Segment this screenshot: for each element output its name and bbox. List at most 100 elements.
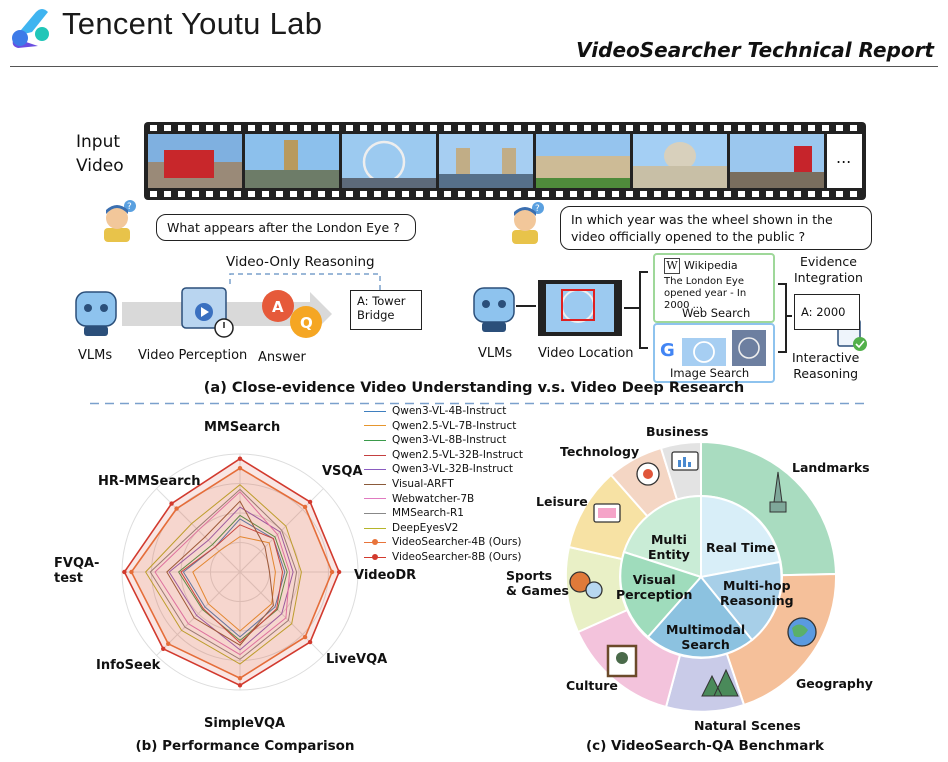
inner-visual-perception: Visual Perception [616,572,693,602]
radar-series-5 [166,500,274,646]
ring-landmarks: Landmarks [792,460,870,475]
radar-series-3 [180,524,284,644]
evidence-integration-label: Evidence Integration [794,254,863,285]
legend-item: Visual-ARFT [364,477,523,492]
inner-multi-hop-reasoning: Multi-hop Reasoning [720,578,794,608]
web-search-snippet: The London Eye opened year - In 2000 ... [664,276,747,311]
svg-text:Q: Q [300,314,313,332]
legend-item: Qwen3-VL-32B-Instruct [364,462,523,477]
image-search-label: Image Search [670,366,750,380]
legend-item: Webwatcher-7B [364,492,523,507]
svg-text:A: A [272,298,284,316]
user-avatar-icon: ? [104,200,136,242]
label-video-location: Video Location [538,346,634,361]
radar-axis-line [156,571,241,656]
legend-swatch [364,483,386,485]
svg-text:G: G [660,340,675,361]
legend-item: Qwen2.5-VL-7B-Instruct [364,419,523,434]
ring-sports-games: Sports & Games [506,568,569,598]
label-vlms-left: VLMs [78,348,113,363]
legend-label: Visual-ARFT [392,477,454,490]
radar-point [169,501,174,506]
header-divider [10,66,938,67]
legend-item: Qwen3-VL-8B-Instruct [364,433,523,448]
inner-real-time: Real Time [706,540,776,555]
ring-culture: Culture [566,678,618,693]
right-pipeline: G [473,253,867,383]
legend-swatch [364,539,386,546]
legend-label: Qwen2.5-VL-7B-Instruct [392,419,517,432]
ring-technology: Technology [560,444,640,459]
caption-a: (a) Close-evidence Video Understanding v… [203,380,745,396]
radar-axis-vsqa: VSQA [322,464,363,479]
benchmark-wheel [564,440,838,713]
radar-axis-simplevqa: SimpleVQA [204,716,286,731]
legend-label: DeepEyesV2 [392,521,459,534]
legend-label: VideoSearcher-4B (Ours) [392,536,522,549]
legend-label: Webwatcher-7B [392,492,475,505]
radar-point [122,569,127,575]
legend-item: DeepEyesV2 [364,521,523,536]
radar-axis-fvqa: FVQA- test [54,556,100,586]
radar-point [237,465,243,471]
legend-swatch [364,439,386,441]
legend-label: VideoSearcher-8B (Ours) [392,550,522,563]
radar-point [174,506,179,511]
video-only-reasoning-label: Video-Only Reasoning [226,254,375,270]
film-strip [144,122,866,200]
radar-chart [121,453,359,691]
radar-point [237,683,243,688]
legend-item: Qwen3-VL-4B-Instruct [364,404,523,419]
radar-point [336,569,342,575]
answer-left-box: A: Tower Bridge [350,290,422,330]
left-pipeline: A Q [75,273,381,338]
radar-point [237,456,243,461]
legend-swatch [364,454,386,456]
legend-label: Qwen3-VL-8B-Instruct [392,434,507,447]
radar-axis-livevqa: LiveVQA [326,652,388,667]
legend-swatch [364,410,386,412]
radar-series-10 [123,457,340,687]
radar-point [329,569,335,575]
radar-point [302,504,308,510]
radar-axis-hrmmsearch: HR-MMSearch [98,474,201,489]
label-vlms-right: VLMs [478,346,513,361]
legend-label: Qwen2.5-VL-32B-Instruct [392,448,524,461]
radar-series-1 [192,536,276,632]
inner-multimodal-search: Multimodal Search [666,622,746,652]
wikipedia-icon: W [664,258,680,274]
svg-text:?: ? [127,202,132,212]
radar-series-2 [177,514,288,642]
legend-swatch [364,498,386,500]
legend-swatch [364,512,386,514]
radar-axis-videodr: VideoDR [354,568,417,583]
radar-point [307,499,313,505]
question-right-bubble: In which year was the wheel shown in the… [560,206,872,250]
radar-point [302,634,308,640]
section-divider [90,402,866,405]
radar-point [237,676,243,681]
logo-text: Tencent Youtu Lab [62,6,323,41]
legend-label: Qwen3-VL-32B-Instruct [392,463,514,476]
ring-natural-scenes: Natural Scenes [694,718,801,733]
legend-item: VideoSearcher-8B (Ours) [364,550,523,565]
caption-b: (b) Performance Comparison [135,738,355,754]
inner-multi-entity: Multi Entity [648,532,690,562]
svg-text:?: ? [535,204,540,214]
radar-point [161,646,166,651]
ring-geography: Geography [796,676,873,691]
radar-series-6 [154,491,291,656]
web-search-title: Wikipedia [684,259,738,272]
legend-swatch [364,527,386,529]
ring-business: Business [646,424,709,439]
tencent-logo-icon [12,9,49,48]
ring-leisure: Leisure [536,494,588,509]
interactive-reasoning-label: Interactive Reasoning [792,350,860,381]
label-video-perception: Video Perception [138,348,248,363]
question-left-bubble: What appears after the London Eye ? [156,214,416,241]
radar-point [129,569,134,575]
report-title: VideoSearcher Technical Report [576,38,934,62]
input-video-label: Input Video [76,132,124,176]
legend-swatch [364,469,386,471]
radar-axis-mmsearch: MMSearch [204,420,281,435]
